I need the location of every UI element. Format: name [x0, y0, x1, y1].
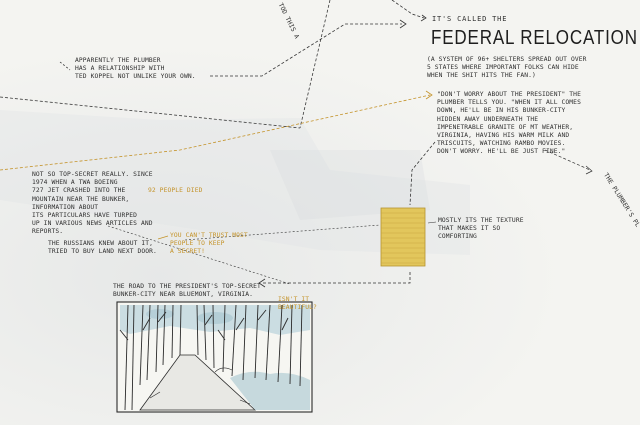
aside-92-people: 92 PEOPLE DIED	[148, 187, 203, 194]
russians-note: THE RUSSIANS KNEW ABOUT IT, TRIED TO BUY…	[48, 240, 157, 256]
plumber-note: APPARENTLY THE PLUMBER HAS A RELATIONSHI…	[75, 57, 196, 81]
arc-title: FEDERAL RELOCATION ARC	[431, 26, 640, 49]
arc-quote: "DON'T WORRY ABOUT THE PRESIDENT" THE PL…	[437, 91, 581, 156]
arc-description: (A SYSTEM OF 96+ SHELTERS SPREAD OUT OVE…	[427, 56, 587, 80]
swatch-note: MOSTLY ITS THE TEXTURE THAT MAKES IT SO …	[438, 217, 524, 241]
secret-note: NOT SO TOP-SECRET REALLY. SINCE 1974 WHE…	[32, 171, 153, 236]
aside-secret: YOU CAN'T TRUST MOST PEOPLE TO KEEP A SE…	[170, 232, 248, 256]
road-caption: THE ROAD TO THE PRESIDENT'S TOP-SECRET B…	[113, 283, 261, 299]
arc-intro: IT'S CALLED THE	[432, 15, 508, 23]
road-aside: ISN'T IT BEAUTIFUL?	[278, 296, 317, 312]
road-illustration	[116, 301, 313, 413]
texture-swatch	[380, 207, 426, 267]
